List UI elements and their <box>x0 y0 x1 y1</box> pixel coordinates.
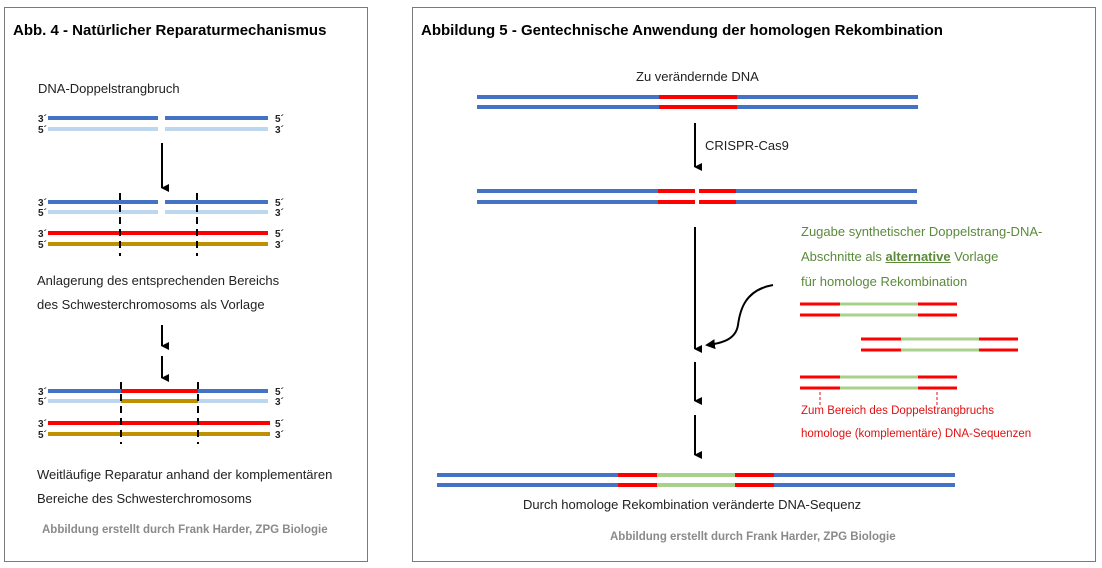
step-label-repair-line2: Bereiche des Schwesterchromosoms <box>37 491 252 506</box>
left-diagram: 3´5´5´3´3´5´5´3´3´5´5´3´3´5´5´3´3´5´5´3´ <box>38 114 284 444</box>
strand-end-label-left: 5´ <box>38 125 47 136</box>
curved-arrow-template-insertion <box>705 284 774 350</box>
strand-end-label-right: 3´ <box>275 240 284 251</box>
strand-end-label-right: 5´ <box>275 419 284 430</box>
strand-end-label-left: 3´ <box>38 387 47 398</box>
right-diagram <box>437 95 1018 487</box>
label-crispr-cas9: CRISPR-Cas9 <box>705 138 789 153</box>
note-homologous-line1: Zum Bereich des Doppelstrangbruchs <box>801 405 995 417</box>
right-credit: Abbildung erstellt durch Frank Harder, Z… <box>610 531 896 543</box>
strand-end-label-right: 3´ <box>275 397 284 408</box>
note-synthetic-dna-line2: Abschnitte als alternative Vorlage <box>801 249 998 264</box>
strand-end-label-right: 5´ <box>275 229 284 240</box>
label-result-dna: Durch homologe Rekombination veränderte … <box>523 497 862 512</box>
strand-end-label-left: 3´ <box>38 229 47 240</box>
strand-end-label-right: 3´ <box>275 125 284 136</box>
step-label-double-strand-break: DNA-Doppelstrangbruch <box>38 81 180 96</box>
left-figure-title: Abb. 4 - Natürlicher Reparaturmechanismu… <box>13 22 327 39</box>
right-figure-title: Abbildung 5 - Gentechnische Anwendung de… <box>421 22 943 39</box>
note-emphasis-alternative: alternative <box>885 249 951 264</box>
note-synthetic-dna-line3: für homologe Rekombination <box>801 274 968 289</box>
label-target-dna: Zu verändernde DNA <box>636 69 759 84</box>
strand-end-label-left: 5´ <box>38 208 47 219</box>
strand-end-label-left: 3´ <box>38 419 47 430</box>
note-line2-suffix: Vorlage <box>950 249 999 264</box>
strand-end-label-right: 3´ <box>275 430 284 441</box>
strand-end-label-left: 3´ <box>38 198 47 209</box>
figure-panel-genetic-engineering <box>412 7 1096 562</box>
strand-end-label-right: 5´ <box>275 387 284 398</box>
strand-end-label-left: 5´ <box>38 240 47 251</box>
note-homologous-line2: homologe (komplementäre) DNA-Sequenzen <box>801 428 1032 440</box>
left-credit: Abbildung erstellt durch Frank Harder, Z… <box>42 524 328 536</box>
figure-panel-natural-repair <box>4 7 368 562</box>
strand-end-label-right: 5´ <box>275 198 284 209</box>
step-label-alignment-line1: Anlagerung des entsprechenden Bereichs <box>37 273 280 288</box>
strand-end-label-right: 5´ <box>275 114 284 125</box>
note-line2-prefix: Abschnitte als <box>801 249 886 264</box>
strand-end-label-left: 3´ <box>38 114 47 125</box>
strand-end-label-left: 5´ <box>38 430 47 441</box>
step-label-alignment-line2: des Schwesterchromosoms als Vorlage <box>37 297 265 312</box>
step-label-repair-line1: Weitläufige Reparatur anhand der komplem… <box>37 467 333 482</box>
strand-end-label-right: 3´ <box>275 208 284 219</box>
strand-end-label-left: 5´ <box>38 397 47 408</box>
note-synthetic-dna-line1: Zugabe synthetischer Doppelstrang-DNA- <box>801 224 1043 239</box>
